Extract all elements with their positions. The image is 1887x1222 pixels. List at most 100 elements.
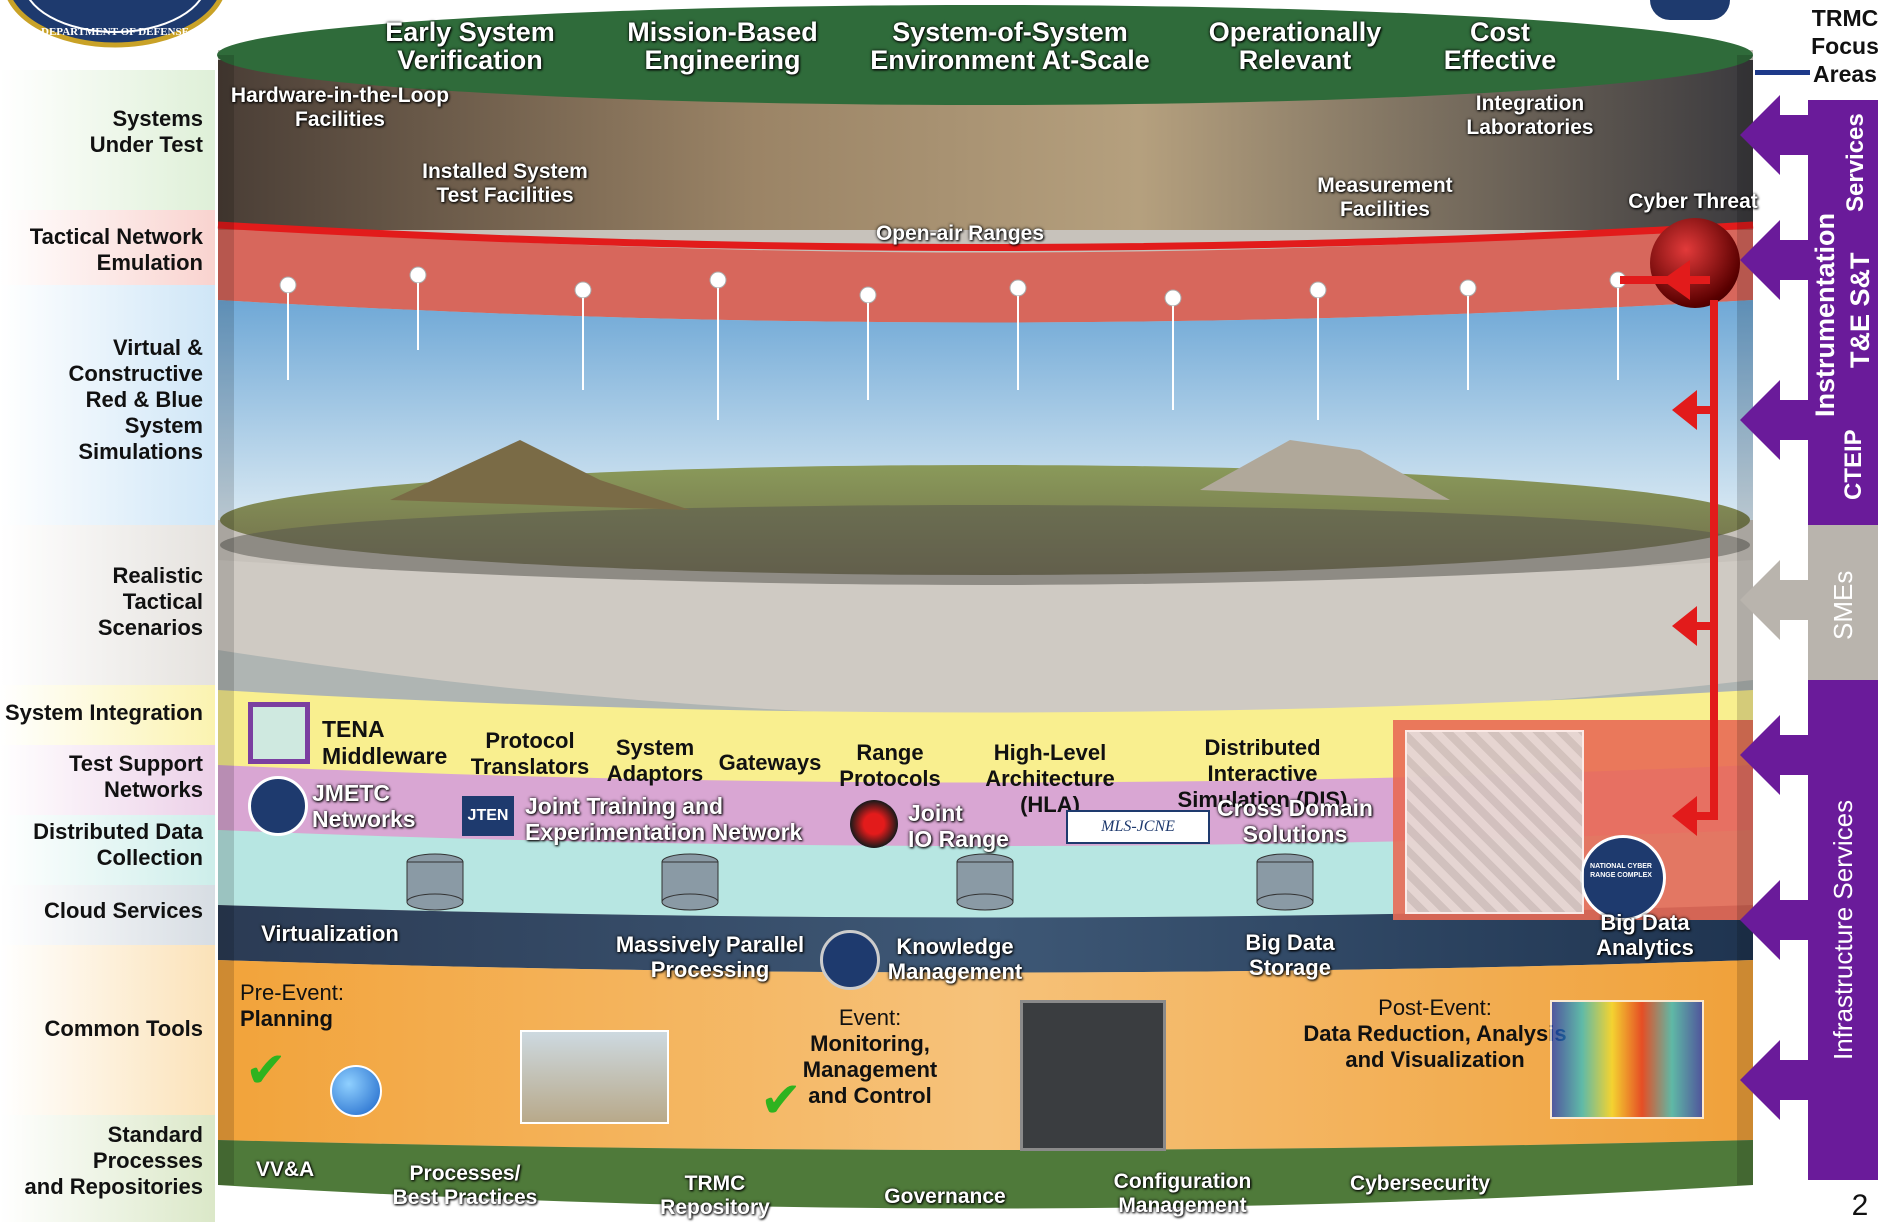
arrow-cteip: [1740, 380, 1810, 460]
top-right-emblem: [1650, 0, 1730, 20]
arrow-instrumentation: [1740, 220, 1810, 300]
sut-cyber-threat: Cyber Threat: [1628, 190, 1758, 213]
rail-infrastructure-services: Infrastructure Services: [1828, 799, 1858, 1061]
left-band-tools: [0, 945, 215, 1115]
left-band-scenarios: [0, 525, 215, 685]
arrow-infra-2: [1740, 880, 1810, 960]
ncrc-diagram: [1405, 730, 1584, 914]
network-mesh: [279, 266, 1627, 420]
mls-jcne-badge: MLS-JCNE: [1066, 810, 1210, 844]
rail-cteip: CTEIP: [1840, 429, 1867, 501]
label-cloud-services: Cloud Services: [44, 898, 203, 923]
dod-seal: DEPARTMENT OF DEFENSE: [0, 0, 230, 50]
event-checklist-icon: ✔: [760, 1072, 802, 1128]
rail-gray-smes: [1808, 525, 1878, 680]
left-band-data: [0, 815, 215, 885]
database-icon-2: [661, 853, 719, 911]
virtualization: Virtualization: [261, 921, 399, 946]
jior-logo: [850, 800, 898, 848]
planning-checklist-icon: ✔: [245, 1042, 287, 1098]
jmetc-logo: [248, 776, 308, 836]
rail-instrumentation: Instrumentation: [1810, 213, 1840, 418]
left-band-sut: [0, 70, 215, 210]
governance: Governance: [884, 1185, 1006, 1208]
ncrc-seal-text: NATIONAL CYBER RANGE COMPLEX: [1590, 863, 1652, 879]
database-icons: [406, 853, 1314, 911]
left-band-vc: [0, 285, 215, 525]
label-common-tools: Common Tools: [44, 1016, 203, 1041]
dod-seal-graphic: [7, 0, 223, 48]
event-dialog-screenshot: [1020, 1000, 1166, 1151]
page-number: 2: [1851, 1189, 1869, 1222]
red-arrowheads: [1662, 260, 1697, 836]
arrow-services: [1740, 95, 1810, 175]
tena-logo: [248, 702, 310, 764]
dod-seal-text: DEPARTMENT OF DEFENSE: [41, 26, 189, 38]
processes-best-practices: Processes/Best Practices: [392, 1162, 538, 1209]
red-branch-arrow-4: [1690, 812, 1718, 820]
left-band-networks: [0, 745, 215, 815]
rail-purple-top: [1808, 100, 1878, 525]
rail-smes: SMEs: [1828, 570, 1858, 640]
rail-arrows: [1740, 95, 1810, 1120]
post-event-heatmap: [1550, 1000, 1704, 1119]
red-branch-arrow-3: [1690, 622, 1710, 630]
vv-and-a: VV&A: [255, 1158, 315, 1181]
rail-services: Services: [1842, 113, 1869, 213]
left-band-network: [0, 210, 215, 285]
trmc-seal: [820, 930, 880, 990]
planning-globe-icon: [330, 1065, 382, 1117]
arrow-smes: [1740, 560, 1810, 640]
planning-photo: [520, 1030, 669, 1124]
sut-openair: Open-air Ranges: [875, 222, 1045, 245]
rail-purple-bottom: [1808, 680, 1878, 1180]
gateways: Gateways: [718, 750, 822, 775]
label-system-integration: System Integration: [4, 700, 203, 725]
left-band-integration: [0, 685, 215, 745]
jten-badge: JTEN: [462, 796, 514, 836]
hanging-lines: [287, 283, 1619, 420]
cybersecurity: Cybersecurity: [1349, 1172, 1491, 1195]
pre-event-planning: Pre-Event:Planning: [240, 980, 344, 1031]
left-band-process: [0, 1115, 215, 1222]
arrow-infra-3: [1740, 1040, 1810, 1120]
focus-area-connector: [1755, 70, 1810, 75]
red-vertical-line: [1710, 300, 1718, 820]
red-branch-arrow-2: [1690, 406, 1710, 414]
